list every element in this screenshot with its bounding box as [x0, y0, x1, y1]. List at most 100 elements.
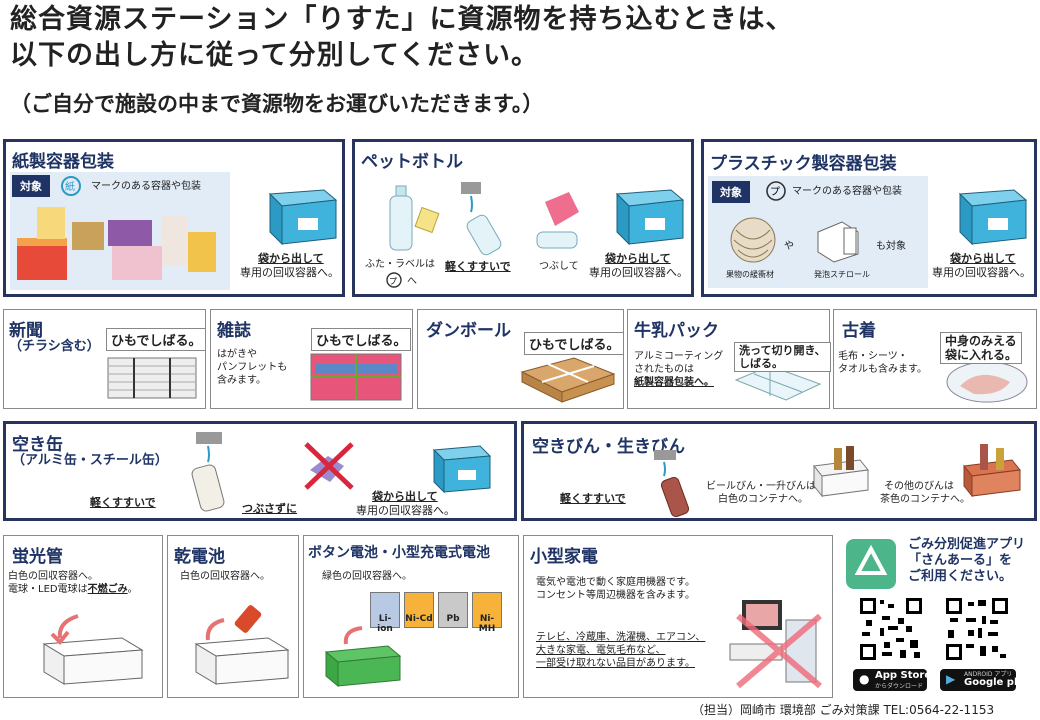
plastic-section: プラスチック製容器包装 対象 プ マークのある容器や包装 や も対象 果物の緩衝…	[701, 139, 1037, 297]
fluor-box-icon	[42, 614, 144, 685]
cans-rinse: 軽くすすいで	[90, 496, 156, 509]
rinse-can-icon	[191, 432, 225, 512]
appliance-l4: 大きな家電、電気毛布など、	[536, 645, 666, 656]
white-container-icon	[813, 446, 869, 498]
milk-title: 牛乳パック	[634, 321, 719, 341]
pet-note-u: 袋から出して	[605, 252, 671, 265]
magazine-section: 雑誌 はがきや パンフレットも 含みます。 ひもでしばる。	[210, 309, 413, 409]
app-store-label: App Store	[875, 670, 932, 681]
paper-pack-section: 紙製容器包装 対象 紙 マークのある容器や包装 袋から出して 専用の回収容器へ。	[3, 139, 345, 297]
pet-cap-label: ふた・ラベルは	[365, 259, 435, 270]
paper-pack-title: 紙製容器包装	[12, 152, 114, 172]
fluor-section: 蛍光管 白色の回収容器へ。 電球・LED電球は不燃ごみ。	[3, 535, 163, 698]
plastic-mark-icon: プ	[386, 272, 402, 288]
cans-note: 専用の回収容器へ。	[356, 504, 455, 517]
pet-rinse: 軽くすすいで	[445, 260, 511, 273]
fluor-title: 蛍光管	[12, 547, 63, 567]
battery-type-ni-mh: Ni-MH	[472, 592, 502, 634]
app-logo-icon	[846, 539, 896, 589]
clothes-bind2: 袋に入れる。	[945, 348, 1018, 362]
cardboard-section: ダンボール ひもでしばる。	[417, 309, 625, 409]
appliance-l5: 一部受け取れない品目があります。	[536, 658, 695, 669]
pet-bottle-icon	[389, 185, 440, 251]
bottles-rinse: 軽くすすいで	[560, 492, 626, 505]
clothes-desc1: 毛布・シーツ・	[838, 351, 908, 362]
google-play-button[interactable]: ANDROID アプリ Google play ▶	[940, 669, 1030, 691]
svg-text:プ: プ	[389, 277, 397, 286]
milk-desc3: 紙製容器包装へ。	[634, 377, 714, 388]
magazine-desc2: パンフレットも	[217, 362, 288, 373]
rinse-bottle-icon	[461, 182, 502, 256]
pet-section: ペットボトル ふた・ラベルは プ へ 軽くすすいで つぶして 袋から出して 専用…	[352, 139, 694, 297]
collection-box-icon	[615, 189, 685, 246]
brown-container-icon	[963, 444, 1021, 498]
bottles-section: 空きびん・生きびん 軽くすすいで ビールびん・一升びんは 白色のコンテナへ。 そ…	[521, 421, 1037, 521]
app-store-button[interactable]: App Store からダウンロード ●	[853, 669, 931, 691]
fluor-l2c: 。	[127, 584, 138, 595]
magazine-desc3: 含みます。	[217, 375, 266, 386]
bottles-title: 空きびん・生きびん	[532, 437, 685, 457]
cans-sub: （アルミ缶・スチール缶）	[12, 453, 168, 468]
milk-bind: 洗って切り開き、しばる。	[734, 342, 831, 372]
plastic-or: や	[784, 241, 794, 252]
button-title: ボタン電池・小型充電式電池	[308, 545, 490, 561]
cans-section: 空き缶 （アルミ缶・スチール缶） 軽くすすいで つぶさずに 袋から出して 専用の…	[3, 421, 517, 521]
play-icon: ▶	[946, 672, 956, 686]
appliance-l3: テレビ、冷蔵庫、洗濯機、エアコン、	[536, 632, 706, 643]
svg-text:プ: プ	[770, 186, 780, 198]
newspaper-title: 新聞	[9, 321, 43, 341]
cans-title: 空き缶	[12, 435, 63, 455]
plastic-also: も対象	[876, 241, 906, 252]
paper-pack-note-u: 袋から出して	[258, 252, 324, 265]
cardboard-bundle-icon	[520, 357, 616, 403]
milk-desc1: アルミコーティング	[634, 351, 724, 362]
cardboard-title: ダンボール	[426, 321, 511, 341]
footer-contact: （担当）岡崎市 環境部 ごみ対策課 TEL:0564-22-1153	[692, 703, 995, 717]
collection-box-icon	[432, 445, 492, 494]
bottles-beer1: ビールびん・一升びんは	[706, 481, 816, 492]
paper-pack-tag: 対象	[12, 175, 50, 197]
no-large-appliance-icon	[729, 600, 822, 689]
clothes-section: 古着 毛布・シーツ・ タオルも含みます。 中身のみえる袋に入れる。	[833, 309, 1037, 409]
bottles-beer2: 白色のコンテナへ。	[718, 494, 808, 505]
collection-box-icon	[958, 189, 1028, 246]
crush-bottle-icon	[536, 192, 579, 249]
clothes-bag-icon	[946, 361, 1028, 403]
pet-crush: つぶして	[539, 261, 579, 272]
app-l3: ご利用ください。	[908, 569, 1013, 584]
apple-icon: ●	[859, 672, 870, 686]
header-line3: （ご自分で施設の中まで資源物をお運びいただきます。）	[10, 92, 544, 116]
paper-pack-mark-text: マークのある容器や包装	[91, 181, 201, 192]
cardboard-bind: ひもでしばる。	[524, 332, 625, 355]
paper-mark-icon: 紙	[61, 176, 81, 196]
plastic-note-u: 袋から出して	[950, 252, 1016, 265]
fluor-l2a: 電球・LED電球は	[8, 584, 88, 595]
pet-note: 専用の回収容器へ。	[589, 266, 688, 279]
qr-code-ios-icon[interactable]	[858, 596, 924, 662]
clothes-title: 古着	[842, 321, 876, 341]
bottles-other2: 茶色のコンテナへ。	[880, 494, 970, 505]
plastic-tag: 対象	[712, 181, 750, 203]
magazine-desc1: はがきや	[217, 349, 257, 360]
cans-note-u: 袋から出して	[372, 490, 438, 503]
qr-code-android-icon[interactable]	[944, 596, 1010, 662]
plastic-item2: 発泡スチロール	[814, 270, 870, 279]
battery-box-icon	[194, 605, 290, 685]
green-box-icon	[324, 626, 402, 688]
app-l2: 「さんあーる」を	[908, 553, 1013, 568]
app-store-sub: からダウンロード	[875, 683, 924, 690]
paper-pack-note: 専用の回収容器へ。	[240, 266, 339, 279]
paper-boxes-icon	[17, 207, 216, 280]
dry-l1: 白色の回収容器へ。	[180, 571, 270, 582]
header-line2: 以下の出し方に従って分別してください。	[10, 40, 540, 71]
header-line1: 総合資源ステーション「りすた」に資源物を持ち込むときは、	[10, 4, 794, 35]
pet-title: ペットボトル	[361, 152, 463, 172]
milk-bind1: 洗って切り開き、	[739, 344, 826, 357]
clothes-bind1: 中身のみえる	[945, 334, 1017, 348]
milk-desc2: されたものは	[634, 364, 694, 375]
svg-text:紙: 紙	[65, 180, 75, 193]
no-crush-icon	[304, 442, 354, 490]
foam-icon	[817, 221, 859, 263]
button-section: ボタン電池・小型充電式電池 緑色の回収容器へ。 Li-ion Ni-Cd Pb …	[303, 535, 519, 698]
newspaper-bundle-icon	[107, 357, 197, 399]
